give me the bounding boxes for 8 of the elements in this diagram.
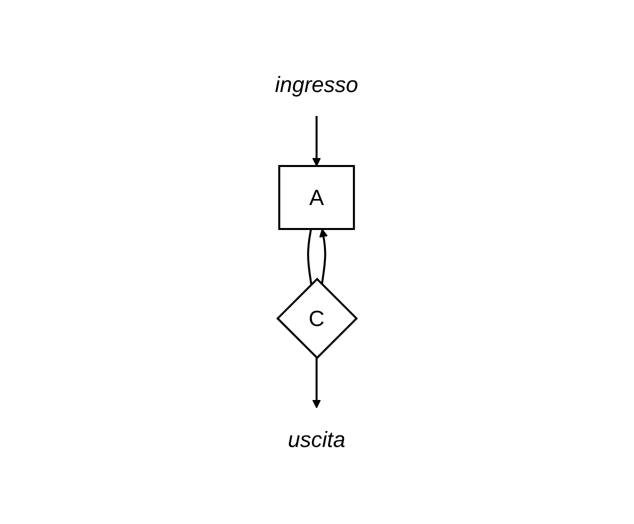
arrow [312, 358, 322, 408]
node-text: ingresso [275, 72, 359, 98]
connector [308, 228, 313, 284]
node-box [278, 165, 356, 230]
arrow [320, 228, 328, 284]
arrow [312, 116, 322, 166]
node-text: uscita [288, 426, 346, 452]
node-diamond [276, 278, 358, 360]
